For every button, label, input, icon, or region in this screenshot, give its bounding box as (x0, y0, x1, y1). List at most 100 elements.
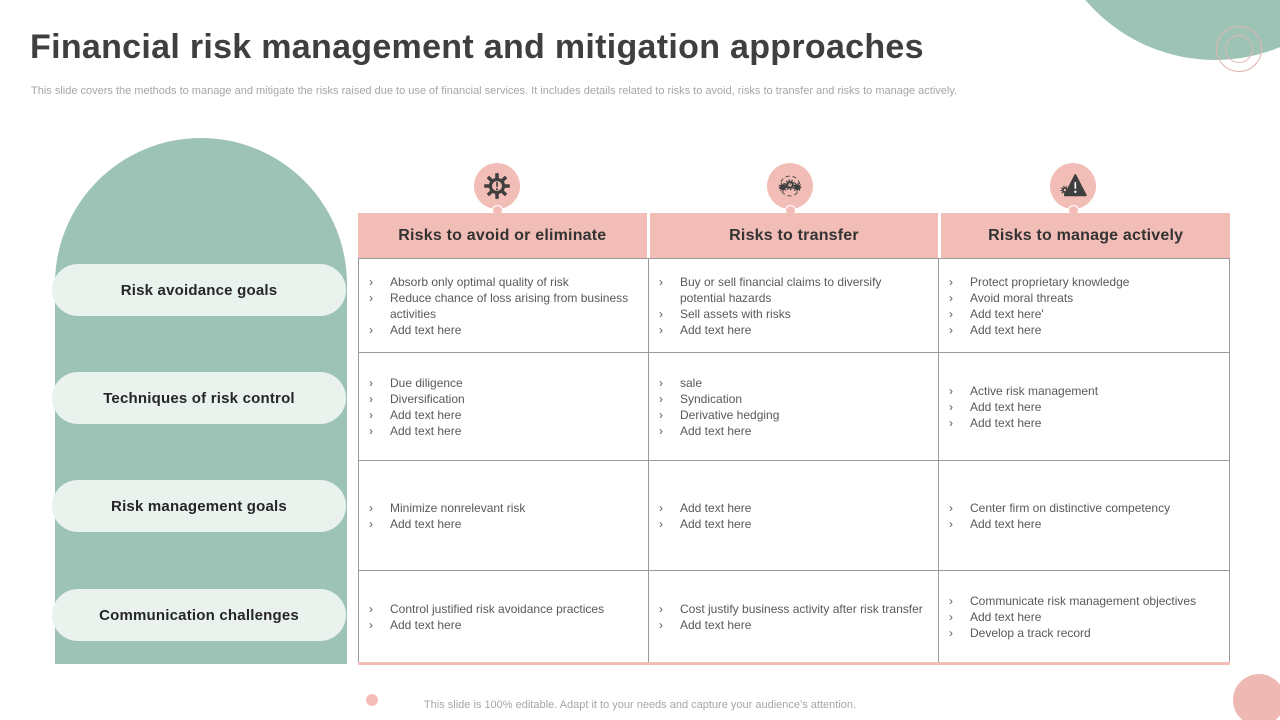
cell-item-text: Add text here' (970, 306, 1044, 321)
chevron-bullet: › (369, 516, 373, 531)
table-cell: ›Protect proprietary knowledge›Avoid mor… (939, 259, 1229, 353)
sidebar-item-communication-challenges: Communication challenges (52, 589, 346, 641)
chevron-bullet: › (369, 375, 373, 390)
sidebar-item-risk-management-goals: Risk management goals (52, 480, 346, 532)
cell-item: › Add text here (659, 500, 930, 516)
cell-item-text: Add text here (390, 618, 462, 632)
cell-item-text: Add text here (390, 423, 462, 438)
cell-item-text: Add text here (970, 415, 1042, 430)
footer-dot (366, 694, 378, 706)
table-cell: › Buy or sell financial claims to diversi… (649, 259, 939, 353)
cell-item: ›Cost justify business activity after ri… (659, 601, 930, 617)
table-cell: › Cost justify business activity after ri… (649, 571, 939, 663)
cell-item-text: Center firm on distinctive competency (970, 500, 1171, 515)
column-header-risks-to-transfer: Risks to transfer (649, 213, 939, 258)
column-header-risks-to-avoid: Risks to avoid or eliminate (358, 213, 647, 258)
cell-item: › Minimize nonrelevant risk (369, 500, 640, 516)
chevron-bullet: › (369, 322, 373, 337)
corner-circle-decoration (1233, 674, 1280, 720)
cell-item-text: Add text here (970, 322, 1042, 337)
cell-item-text: Add text here (390, 322, 462, 337)
cell-item-text: Sell assets with risks (680, 306, 791, 321)
gears-sync-icon (767, 163, 813, 209)
cell-item: › Add text here (949, 516, 1221, 532)
cell-item: › Add text here' (949, 306, 1221, 322)
cell-item: › Add text here (369, 516, 640, 532)
table-cell: ›Active risk management›Add text here›Ad… (939, 353, 1229, 461)
chevron-bullet: › (949, 610, 953, 624)
cell-item: › Add text here (659, 423, 930, 439)
cell-item: › Add text here (369, 423, 640, 439)
cell-item-text: Control justified risk avoidance practic… (390, 602, 605, 616)
cell-item-text: Add text here (390, 516, 462, 531)
cell-item: › Buy or sell financial claims to diversi… (659, 274, 930, 306)
table-cell: ›Due diligence›Diversification›Add text … (359, 353, 649, 461)
cell-item: ›Diversification (369, 391, 640, 407)
cell-item-text: Active risk management (970, 383, 1099, 398)
cell-item-text: Cost justify business activity after ris… (680, 602, 923, 616)
slide-subtitle: This slide covers the methods to manage … (31, 85, 958, 97)
cell-item-list: ›Active risk management›Add text here›Ad… (939, 383, 1229, 431)
cell-item-text: Diversification (390, 391, 465, 406)
cell-item: › Center firm on distinctive competency (949, 500, 1221, 516)
cell-item-list: › Add text here › Add text here (649, 500, 938, 532)
cell-item: ›Syndication (659, 391, 930, 407)
chevron-bullet: › (659, 274, 663, 289)
cell-item-list: › Center firm on distinctive competency › A… (939, 500, 1229, 532)
cell-item: › Add text here (659, 516, 930, 532)
cell-item-text: Add text here (680, 423, 752, 438)
cell-item-list: ›Absorb only optimal quality of risk›Red… (359, 274, 648, 338)
cell-item-text: Add text here (680, 500, 752, 515)
cell-item: › Add text here (949, 609, 1221, 625)
cell-item-text: Buy or sell financial claims to diversif… (680, 274, 882, 305)
table-cell: › Control justified risk avoidance practi… (359, 571, 649, 663)
chevron-bullet: › (949, 306, 953, 321)
table-cell: › Add text here › Add text here (649, 461, 939, 571)
chevron-bullet: › (369, 618, 373, 632)
chevron-bullet: › (659, 306, 663, 321)
chevron-bullet: › (659, 407, 663, 422)
chevron-bullet: › (369, 602, 373, 616)
chevron-bullet: › (369, 423, 373, 438)
cell-item-list: › Control justified risk avoidance practi… (359, 601, 648, 633)
cell-item-text: Add text here (680, 516, 752, 531)
cell-item: ›Add text here (659, 617, 930, 633)
cell-item-text: Avoid moral threats (970, 290, 1074, 305)
chevron-bullet: › (949, 594, 953, 608)
chevron-bullet: › (369, 407, 373, 422)
chevron-bullet: › (949, 383, 953, 398)
cell-item: › Avoid moral threats (949, 290, 1221, 306)
chevron-bullet: › (659, 500, 663, 515)
chevron-bullet: › (369, 290, 373, 305)
cell-item-list: › Cost justify business activity after ri… (649, 601, 938, 633)
chevron-bullet: › (949, 290, 953, 305)
cell-item-text: Derivative hedging (680, 407, 780, 422)
cell-item-list: › Buy or sell financial claims to diversi… (649, 274, 938, 338)
chevron-bullet: › (659, 516, 663, 531)
cell-item-text: Minimize nonrelevant risk (390, 500, 526, 515)
cell-item: ›Add text here (949, 399, 1221, 415)
warning-triangle-gear-icon (1050, 163, 1096, 209)
cell-item: ›Add text here (949, 415, 1221, 431)
cell-item: ›Add text here (659, 322, 930, 338)
cell-item: ›Add text here (369, 407, 640, 423)
cell-item-text: Communicate risk management objectives (970, 594, 1197, 608)
cell-item-text: Add text here (970, 610, 1042, 624)
cell-item-text: Develop a track record (970, 626, 1091, 640)
cell-item: › Derivative hedging (659, 407, 930, 423)
cell-item: ›Reduce chance of loss arising from busi… (369, 290, 640, 322)
chevron-bullet: › (369, 500, 373, 515)
gear-alert-icon (474, 163, 520, 209)
chevron-bullet: › (949, 274, 953, 289)
cell-item: › Add text here (369, 322, 640, 338)
chevron-bullet: › (659, 618, 663, 632)
chevron-bullet: › (659, 423, 663, 438)
table-cell: ›sale›Syndication›Derivative hedging›Add… (649, 353, 939, 461)
cell-item-text: Add text here (970, 516, 1042, 531)
chevron-bullet: › (949, 322, 953, 337)
cell-item-list: ›Due diligence›Diversification›Add text … (359, 375, 648, 439)
chevron-bullet: › (949, 516, 953, 531)
chevron-bullet: › (949, 500, 953, 515)
cell-item: › Communicate risk management objectives (949, 593, 1221, 609)
chevron-bullet: › (659, 375, 663, 390)
